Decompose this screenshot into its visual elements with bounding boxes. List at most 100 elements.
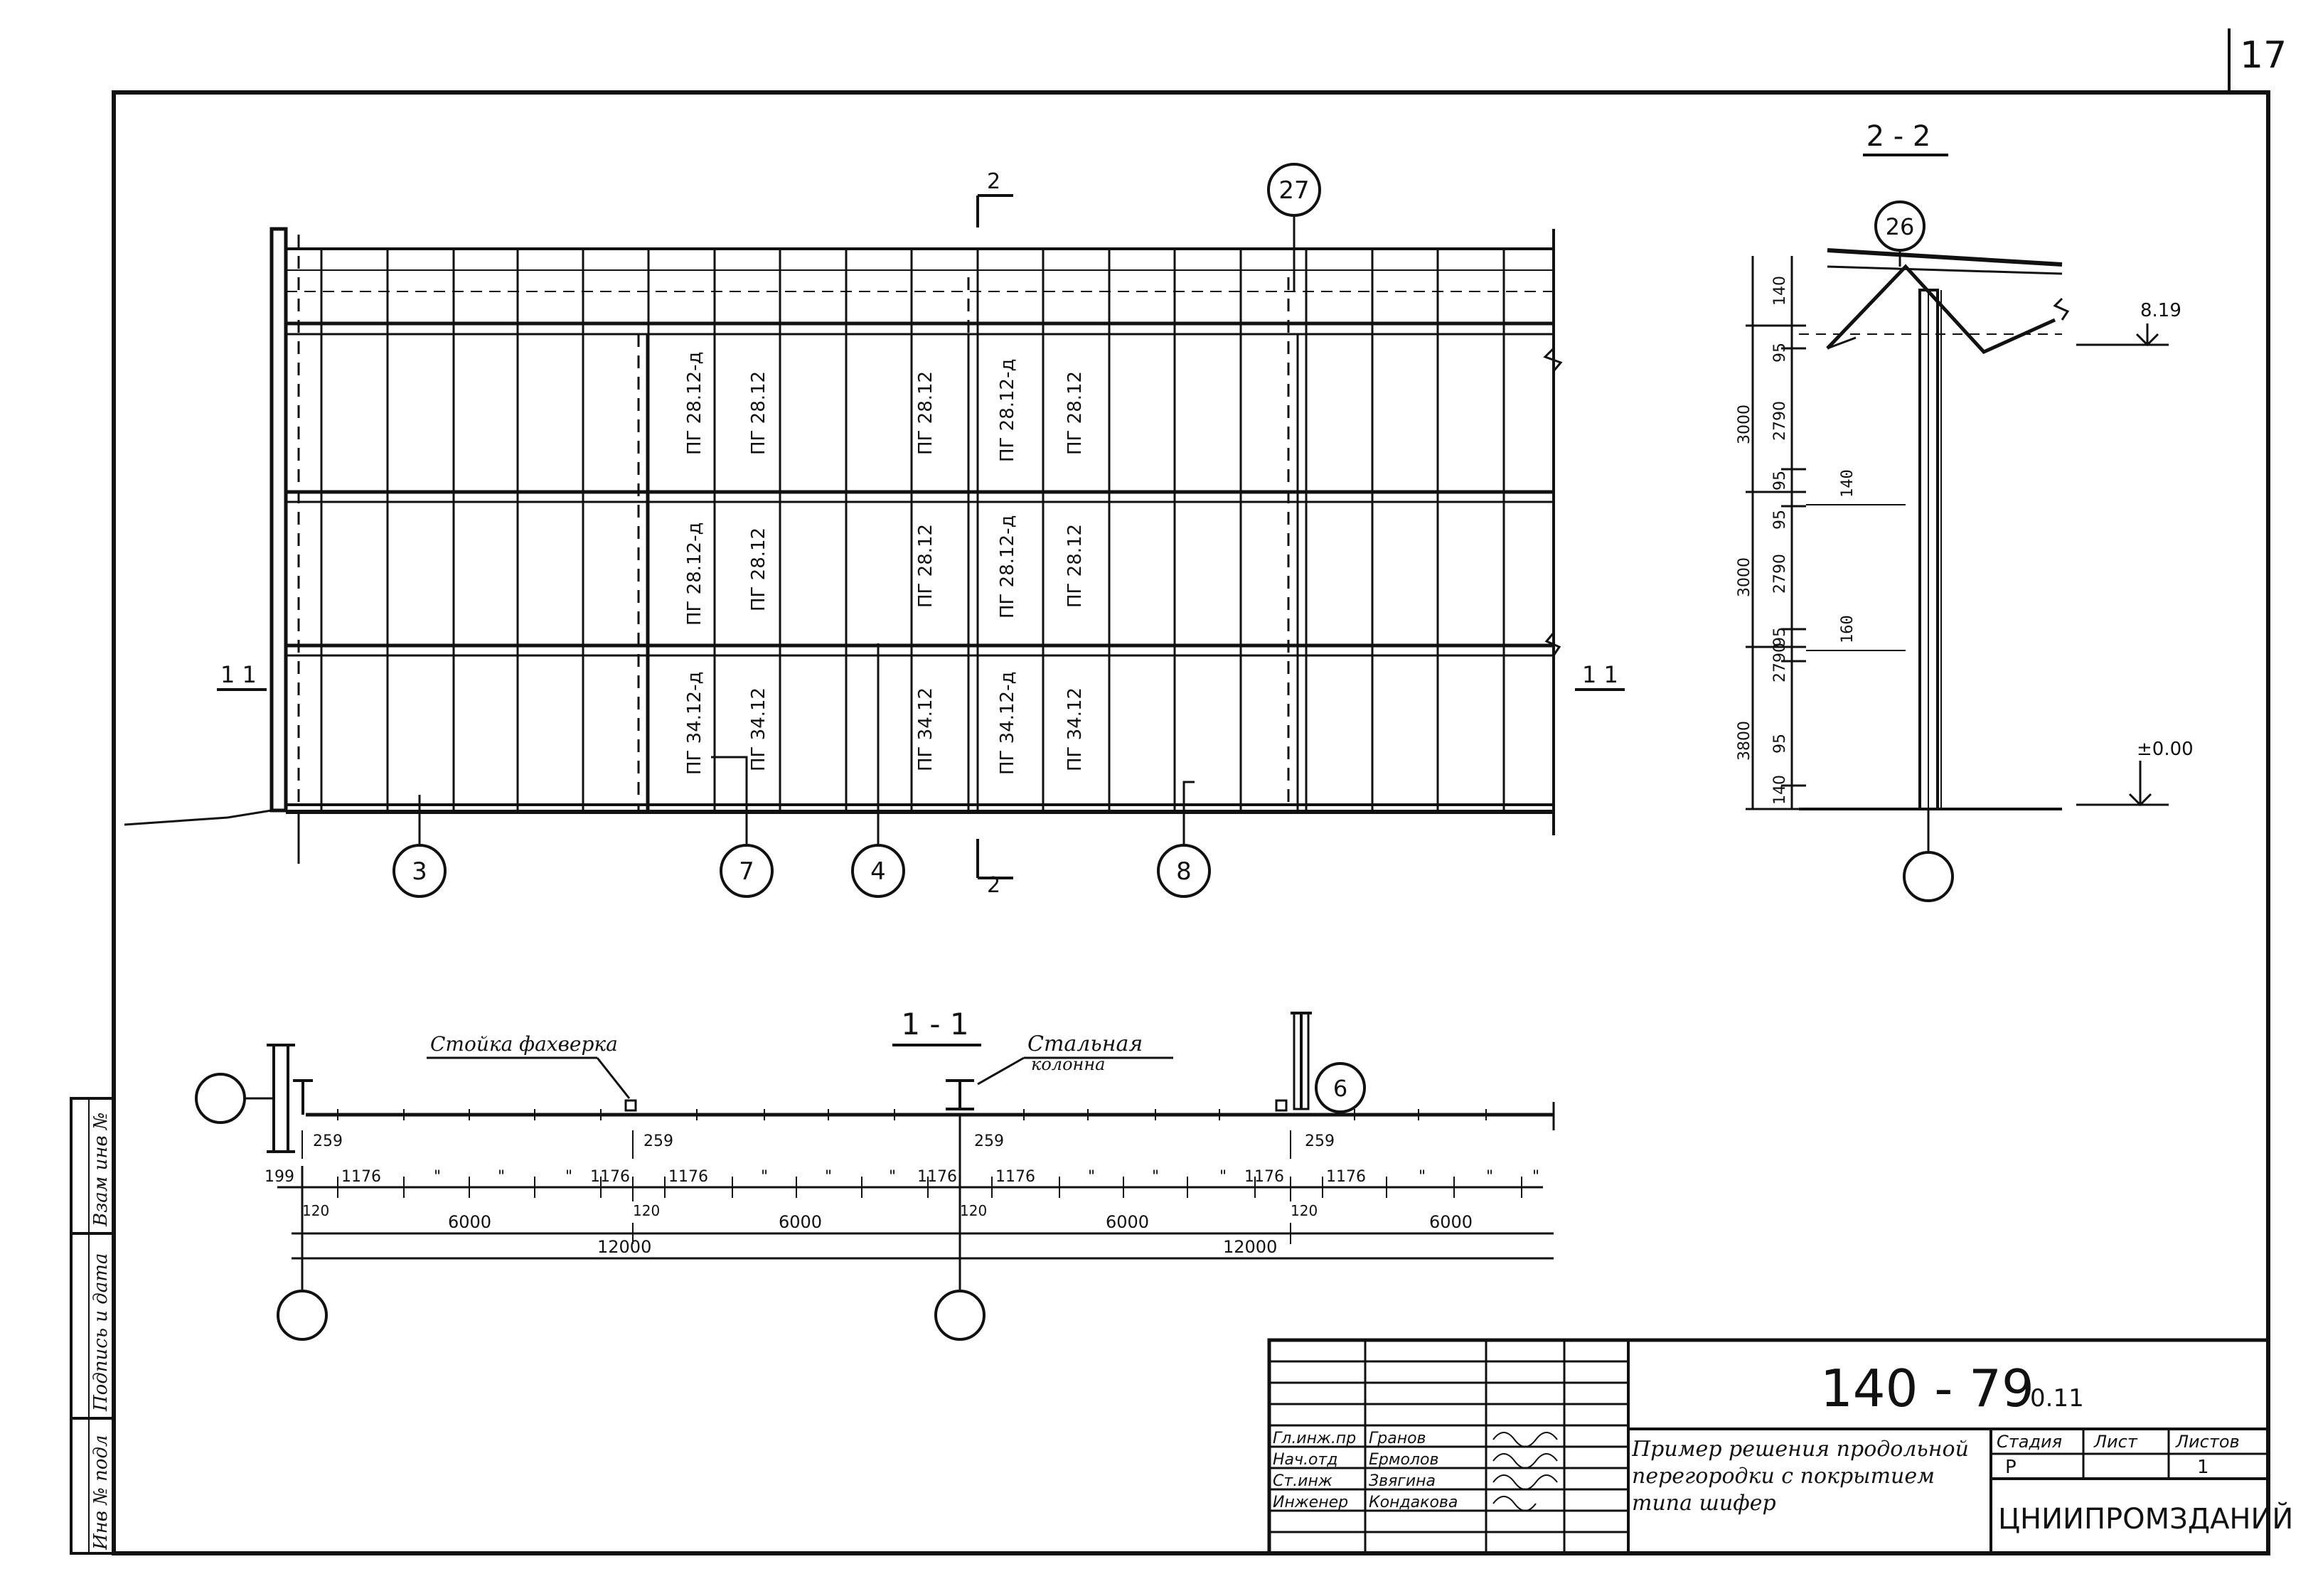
organization: ЦНИИПРОМЗДАНИЙ xyxy=(1998,1501,2293,1536)
dim-ditto: " xyxy=(565,1168,572,1186)
dim-6000: 6000 xyxy=(1429,1212,1473,1232)
panel-label: ПГ 28.12-д xyxy=(684,523,705,626)
label-fachwerk-post: Стойка фахверка xyxy=(430,1032,618,1056)
dim-12000: 12000 xyxy=(1223,1237,1277,1257)
dim-ditto: " xyxy=(1486,1168,1493,1186)
dim-120: 120 xyxy=(302,1202,329,1219)
role-4: Инженер xyxy=(1273,1494,1348,1511)
dim-label: 2790 xyxy=(1771,554,1789,594)
elevation-callouts: 2 2 1 1 1 1 27 3 7 4 8 xyxy=(217,163,1625,898)
dim-label: 140 xyxy=(1771,775,1789,805)
dim-1176: 1176 xyxy=(917,1168,957,1186)
dim-label: 2790 xyxy=(1771,643,1789,682)
panel-labels: ПГ 28.12-д ПГ 28.12 ПГ 28.12 ПГ 28.12-д … xyxy=(684,352,1086,775)
stamp-inv-label: Инв № подл xyxy=(90,1435,112,1551)
callout-27: 27 xyxy=(1278,176,1309,205)
panel-label: ПГ 34.12 xyxy=(915,687,936,771)
stamp-replace-label: Взам инв № xyxy=(90,1113,112,1227)
dim-label: 95 xyxy=(1771,343,1789,363)
dim-120: 120 xyxy=(960,1202,987,1219)
section-2-2: 2 - 2 26 8.19 ±0.00 xyxy=(1736,120,2194,902)
callout-8: 8 xyxy=(1176,857,1192,886)
title-block: 140 - 79 0.11 Гл.инж.пр Нач.отд Ст.инж И… xyxy=(1267,1338,2293,1555)
dim-ditto: " xyxy=(1219,1168,1227,1186)
role-2: Нач.отд xyxy=(1273,1451,1338,1469)
dim-label: 3000 xyxy=(1736,557,1753,597)
role-3: Ст.инж xyxy=(1273,1472,1332,1490)
label-steel-column: Стальная xyxy=(1027,1032,1143,1056)
dim-label: 160 xyxy=(1839,615,1857,643)
dim-label: 95 xyxy=(1771,627,1789,647)
callout-4: 4 xyxy=(870,857,886,886)
dim-259: 259 xyxy=(974,1132,1004,1150)
panel-label: ПГ 28.12 xyxy=(915,524,936,608)
dim-ditto: " xyxy=(889,1168,896,1186)
section-mark-top: 2 xyxy=(987,169,1000,194)
dim-ditto: " xyxy=(1088,1168,1095,1186)
dim-ditto: " xyxy=(1419,1168,1426,1186)
dim-1176: 1176 xyxy=(668,1168,708,1186)
dim-6000: 6000 xyxy=(1106,1212,1149,1232)
callout-6: 6 xyxy=(1333,1075,1347,1102)
drawing-frame xyxy=(112,90,2270,1555)
dim-259: 259 xyxy=(1305,1132,1335,1150)
section-mark-right: 1 1 xyxy=(1582,661,1618,688)
dim-199: 199 xyxy=(265,1168,294,1186)
callout-7: 7 xyxy=(739,857,754,886)
dim-1176: 1176 xyxy=(1244,1168,1284,1186)
head-stage: Стадия xyxy=(1997,1432,2062,1452)
dim-label: 3000 xyxy=(1736,405,1753,444)
section-2-2-callout: 26 xyxy=(1886,213,1915,240)
sheet-value: 1 xyxy=(2197,1457,2209,1478)
dim-label: 3800 xyxy=(1736,721,1753,761)
sheet-description: Пример решения продольной перегородки с … xyxy=(1632,1437,1969,1516)
name-1: Гранов xyxy=(1369,1430,1426,1447)
panel-label: ПГ 28.12 xyxy=(1064,524,1086,608)
panel-label: ПГ 28.12 xyxy=(915,371,936,455)
dim-ditto: " xyxy=(761,1168,768,1186)
role-1: Гл.инж.пр xyxy=(1273,1430,1356,1447)
dim-12000: 12000 xyxy=(597,1237,651,1257)
panel-label: ПГ 28.12-д xyxy=(684,352,705,455)
dim-ditto: " xyxy=(498,1168,505,1186)
stamp-sign-label: Подпись и дата xyxy=(90,1253,112,1412)
panel-label: ПГ 34.12 xyxy=(1064,687,1086,771)
dim-1176: 1176 xyxy=(1326,1168,1366,1186)
dim-1176: 1176 xyxy=(341,1168,381,1186)
page-number: 17 xyxy=(2240,34,2287,77)
panel-label: ПГ 28.12-д xyxy=(997,515,1018,618)
left-stamp: Инв № подл Подпись и дата Взам инв № xyxy=(70,1097,115,1555)
dim-label: 95 xyxy=(1771,510,1789,530)
dim-6000: 6000 xyxy=(448,1212,491,1232)
document-code: 140 - 79 xyxy=(1820,1359,2034,1418)
level-bottom: ±0.00 xyxy=(2137,739,2194,760)
name-2: Ермолов xyxy=(1369,1451,1438,1469)
level-top: 8.19 xyxy=(2140,300,2181,321)
dim-ditto: " xyxy=(1152,1168,1159,1186)
dim-label: 2790 xyxy=(1771,401,1789,441)
wall-elevation xyxy=(124,227,1563,864)
dim-259: 259 xyxy=(643,1132,673,1150)
panel-label: ПГ 28.12 xyxy=(748,371,769,455)
name-4: Кондакова xyxy=(1369,1494,1458,1511)
dim-label: 95 xyxy=(1771,471,1789,491)
callout-3: 3 xyxy=(412,857,427,886)
panel-label: ПГ 28.12-д xyxy=(997,359,1018,462)
dim-ditto: " xyxy=(1532,1168,1539,1186)
dim-label: 140 xyxy=(1839,469,1857,498)
document-code-suffix: 0.11 xyxy=(2030,1384,2084,1413)
dim-label: 95 xyxy=(1771,734,1789,754)
section-2-2-title: 2 - 2 xyxy=(1866,120,1931,153)
dim-ditto: " xyxy=(825,1168,832,1186)
dim-ditto: " xyxy=(434,1168,441,1186)
dim-6000: 6000 xyxy=(779,1212,822,1232)
dim-1176: 1176 xyxy=(590,1168,630,1186)
dim-259: 259 xyxy=(313,1132,343,1150)
panel-label: ПГ 34.12-д xyxy=(997,672,1018,775)
stage-value: Р xyxy=(2005,1457,2017,1478)
dim-120: 120 xyxy=(633,1202,660,1219)
head-sheets: Листов xyxy=(2175,1432,2240,1452)
dim-120: 120 xyxy=(1291,1202,1318,1219)
section-mark-bottom: 2 xyxy=(987,873,1000,898)
panel-label: ПГ 34.12-д xyxy=(684,672,705,775)
